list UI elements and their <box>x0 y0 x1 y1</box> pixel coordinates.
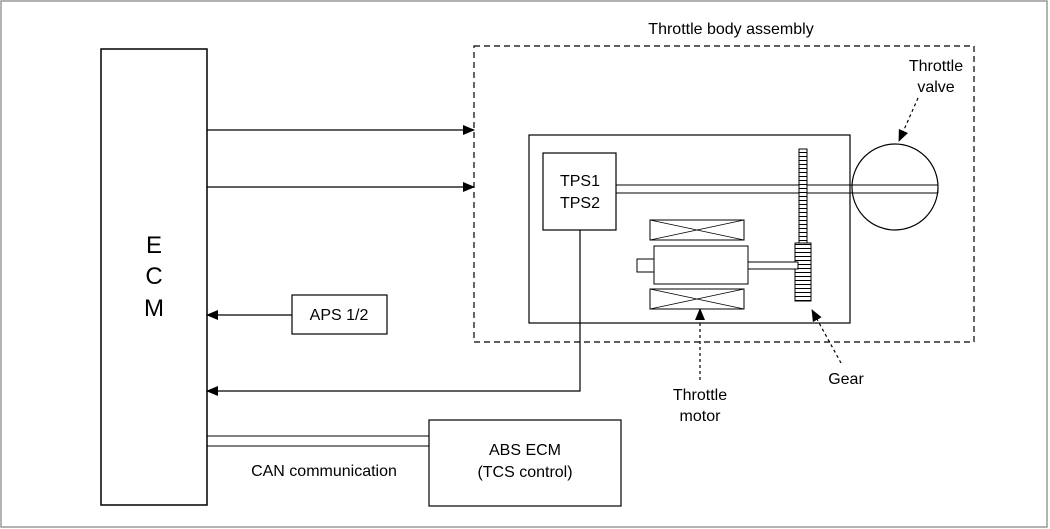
abs-ecm-box <box>428 419 622 507</box>
can-communication-label: CAN communication <box>251 463 397 480</box>
tps-signal-line <box>206 230 581 396</box>
aps-label: APS 1/2 <box>310 307 369 324</box>
motor-output-shaft <box>747 261 799 270</box>
throttle-valve-label-line1: Throttle <box>909 58 963 75</box>
gear-label: Gear <box>828 371 864 388</box>
abs-ecm-label: ABS ECM <box>489 442 561 459</box>
motor-body <box>653 245 749 285</box>
gear-pointer <box>811 309 842 364</box>
motor-coil-top-cross <box>649 219 745 241</box>
ecm-label-m: M <box>144 295 164 322</box>
ecm-label-c: C <box>145 263 162 290</box>
throttle-valve-label-line2: valve <box>917 79 954 96</box>
tps2-label: TPS2 <box>560 195 600 212</box>
motor-rear-shaft <box>636 258 655 273</box>
motor-coil-bottom-cross <box>649 288 745 310</box>
ecm-box <box>100 48 208 506</box>
gear-rack <box>798 148 808 244</box>
tps1-label: TPS1 <box>560 173 600 190</box>
tps-box <box>542 152 617 231</box>
throttle-body-assembly-title: Throttle body assembly <box>648 21 813 38</box>
gear-pinion <box>794 242 812 302</box>
throttle-motor-label-line1: Throttle <box>673 387 727 404</box>
tcs-control-label: (TCS control) <box>477 464 572 481</box>
ecm-label-e: E <box>146 232 162 259</box>
throttle-motor-label-line2: motor <box>680 408 722 425</box>
throttle-valve-pointer <box>898 97 919 142</box>
throttle-body-assembly-boundary <box>473 45 975 343</box>
